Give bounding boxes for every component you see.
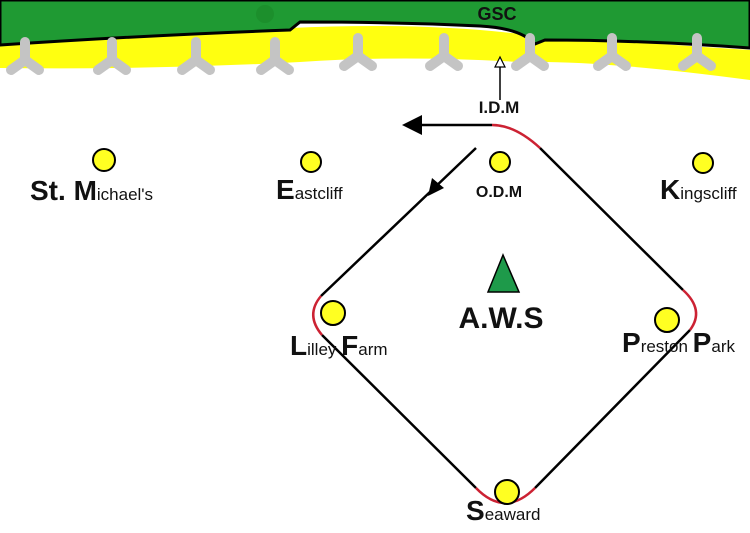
groynes — [6, 33, 716, 75]
label-seaward: Seaward — [466, 495, 540, 526]
groyne — [93, 37, 131, 75]
groyne — [6, 37, 44, 75]
aws-triangle-icon — [486, 253, 521, 293]
gsc-label: GSC — [477, 4, 516, 24]
label-odm: O.D.M — [476, 184, 522, 201]
buoy-kingscliff — [692, 152, 714, 174]
buoy-seaward — [494, 479, 520, 505]
turn-lilley — [312, 295, 323, 336]
groyne — [177, 37, 215, 75]
turn-preston — [682, 289, 698, 331]
arrow-down-left-icon — [428, 178, 444, 196]
label-idm: I.D.M — [479, 98, 520, 117]
label-lilley-farm: Lilley Farm — [290, 330, 388, 361]
groyne — [425, 33, 463, 71]
arrow-left-icon — [402, 115, 422, 135]
label-kingscliff: Kingscliff — [660, 174, 737, 205]
turn-idm — [491, 123, 541, 149]
buoys — [92, 148, 714, 505]
race-route — [312, 65, 698, 505]
groyne — [678, 33, 716, 71]
groyne — [256, 37, 294, 75]
groyne — [593, 33, 631, 71]
land — [0, 0, 750, 50]
route-line — [320, 123, 691, 489]
buoy-st-michaels — [92, 148, 116, 172]
label-st-michaels: St. Michael's — [30, 175, 153, 206]
arrow-up-icon — [494, 55, 506, 68]
label-aws: A.W.S — [458, 302, 543, 335]
buoy-preston-park — [654, 307, 680, 333]
buoy-eastcliff — [300, 151, 322, 173]
groyne — [339, 33, 377, 71]
label-eastcliff: Eastcliff — [276, 174, 343, 205]
buoy-lilley-farm — [320, 300, 346, 326]
land-dot — [256, 5, 274, 23]
groyne — [511, 33, 549, 71]
label-preston-park: Preston Park — [622, 327, 735, 358]
buoy-odm — [489, 151, 511, 173]
